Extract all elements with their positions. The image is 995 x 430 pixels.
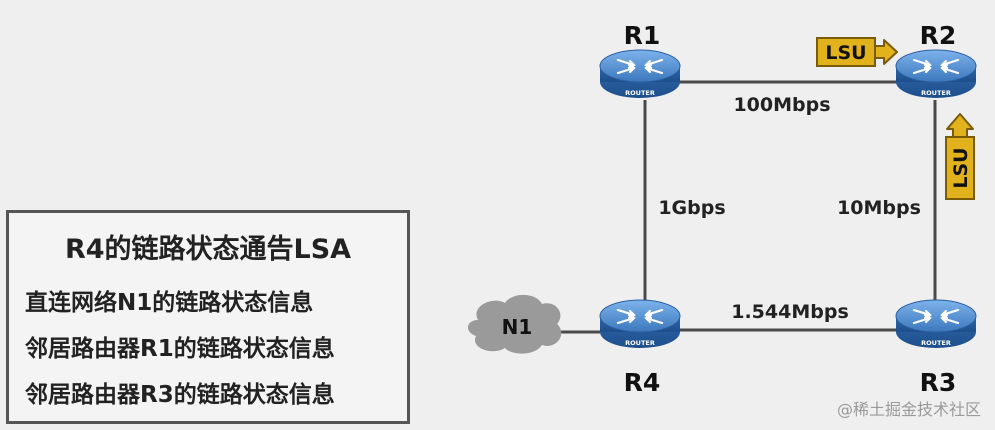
bandwidth-label-r1-r2: 100Mbps [733,94,830,116]
arrow-up-icon [946,113,974,138]
router-r1: ROUTER [598,48,682,100]
router-r2: ROUTER [894,48,978,100]
lsu-tag-vertical: LSU [945,113,975,200]
lsa-box-title: R4的链路状态通告LSA [64,234,352,265]
router-badge-r4: ROUTER [625,339,655,347]
arrow-right-icon [874,39,898,65]
lsa-line-direct-network: 直连网络N1的链路状态信息 [25,290,314,316]
lsu-label-vertical: LSU [950,147,972,188]
bandwidth-label-r2-r3: 10Mbps [837,197,921,219]
router-badge-r2: ROUTER [921,89,951,97]
router-label-r2: R2 [920,21,957,50]
bandwidth-label-r1-r4: 1Gbps [658,197,725,219]
lsa-info-box: R4的链路状态通告LSA 直连网络N1的链路状态信息 邻居路由器R1的链路状态信… [6,210,410,424]
router-label-r4: R4 [624,368,661,397]
network-label-n1: N1 [502,315,533,339]
lsu-label-horizontal: LSU [825,42,866,64]
router-label-r3: R3 [920,368,957,397]
lsa-line-neighbor-r3: 邻居路由器R3的链路状态信息 [25,382,335,408]
router-badge-r1: ROUTER [625,89,655,97]
bandwidth-label-r4-r3: 1.544Mbps [731,301,849,323]
lsa-line-neighbor-r1: 邻居路由器R1的链路状态信息 [25,336,335,362]
router-label-r1: R1 [624,21,661,50]
lsu-tag-horizontal: LSU [816,37,898,67]
watermark-text: @稀土掘金技术社区 [836,400,981,419]
router-r4: ROUTER [598,298,682,350]
network-cloud-n1: N1 [467,294,562,354]
router-badge-r3: ROUTER [921,339,951,347]
router-r3: ROUTER [894,298,978,350]
